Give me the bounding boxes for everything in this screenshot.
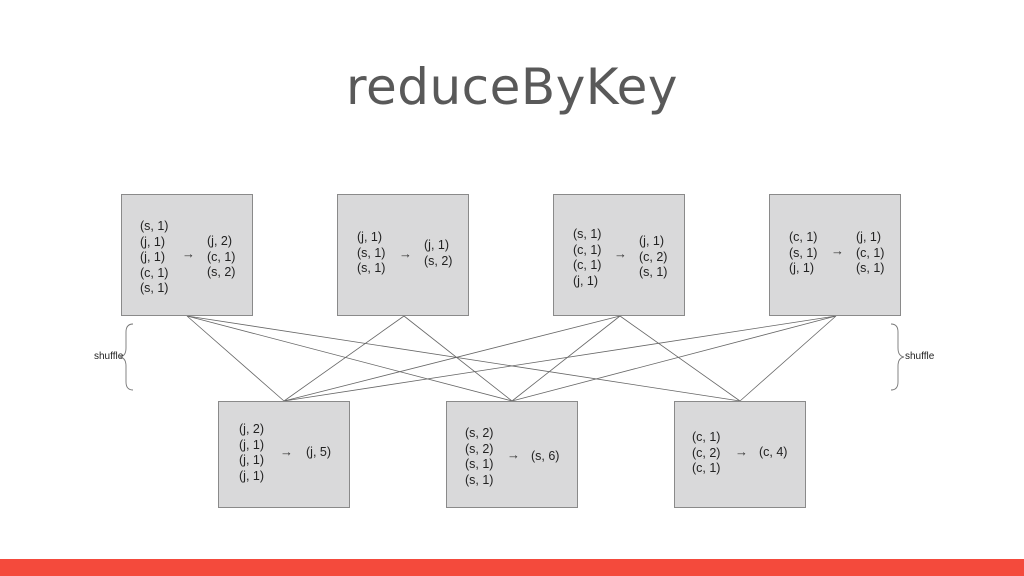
right-brace [890, 323, 905, 391]
shuffle-line [186, 315, 513, 402]
reducer-2-inputs: (s, 2) (s, 2) (s, 1) (s, 1) [465, 426, 494, 487]
mapper-1-outputs: (j, 2) (c, 1) (s, 2) [207, 234, 236, 279]
shuffle-line [186, 315, 741, 402]
shuffle-line [283, 315, 621, 402]
arrow-icon: → [735, 444, 748, 459]
reducer-1-output: (j, 5) [306, 445, 331, 459]
slide-title: reduceByKey [346, 58, 678, 116]
reducer-box-1: (j, 2) (j, 1) (j, 1) (j, 1) → (j, 5) [218, 401, 350, 508]
reducer-3-output: (c, 4) [759, 445, 788, 459]
mapper-1-inputs: (s, 1) (j, 1) (j, 1) (c, 1) (s, 1) [140, 219, 169, 295]
reducer-1-inputs: (j, 2) (j, 1) (j, 1) (j, 1) [239, 422, 264, 483]
shuffle-line [619, 315, 741, 402]
mapper-3-inputs: (s, 1) (c, 1) (c, 1) (j, 1) [573, 227, 602, 288]
arrow-icon: → [831, 243, 844, 258]
mapper-box-2: (j, 1) (s, 1) (s, 1) → (j, 1) (s, 2) [337, 194, 469, 316]
shuffle-line [511, 315, 837, 402]
mapper-2-outputs: (j, 1) (s, 2) [424, 238, 453, 268]
arrow-icon: → [614, 246, 627, 261]
mapper-3-outputs: (j, 1) (c, 2) (s, 1) [639, 234, 668, 279]
shuffle-line [283, 315, 405, 402]
shuffle-label-left: shuffle [94, 351, 124, 362]
left-brace [119, 323, 134, 391]
footer-bar [0, 559, 1024, 576]
shuffle-label-right: shuffle [905, 351, 935, 362]
arrow-icon: → [507, 447, 520, 462]
mapper-box-1: (s, 1) (j, 1) (j, 1) (c, 1) (s, 1) → (j,… [121, 194, 253, 316]
shuffle-line [403, 315, 513, 402]
shuffle-line [283, 315, 837, 402]
reducer-box-3: (c, 1) (c, 2) (c, 1) → (c, 4) [674, 401, 806, 508]
mapper-box-3: (s, 1) (c, 1) (c, 1) (j, 1) → (j, 1) (c,… [553, 194, 685, 316]
shuffle-line [739, 315, 837, 402]
mapper-box-4: (c, 1) (s, 1) (j, 1) → (j, 1) (c, 1) (s,… [769, 194, 901, 316]
reducer-3-inputs: (c, 1) (c, 2) (c, 1) [692, 430, 721, 475]
reducer-2-output: (s, 6) [531, 449, 560, 463]
shuffle-line [511, 315, 621, 402]
mapper-4-inputs: (c, 1) (s, 1) (j, 1) [789, 230, 818, 275]
shuffle-line [186, 315, 285, 402]
arrow-icon: → [182, 246, 195, 261]
mapper-4-outputs: (j, 1) (c, 1) (s, 1) [856, 230, 885, 275]
mapper-2-inputs: (j, 1) (s, 1) (s, 1) [357, 230, 386, 275]
arrow-icon: → [280, 444, 293, 459]
reducer-box-2: (s, 2) (s, 2) (s, 1) (s, 1) → (s, 6) [446, 401, 578, 508]
arrow-icon: → [399, 246, 412, 261]
